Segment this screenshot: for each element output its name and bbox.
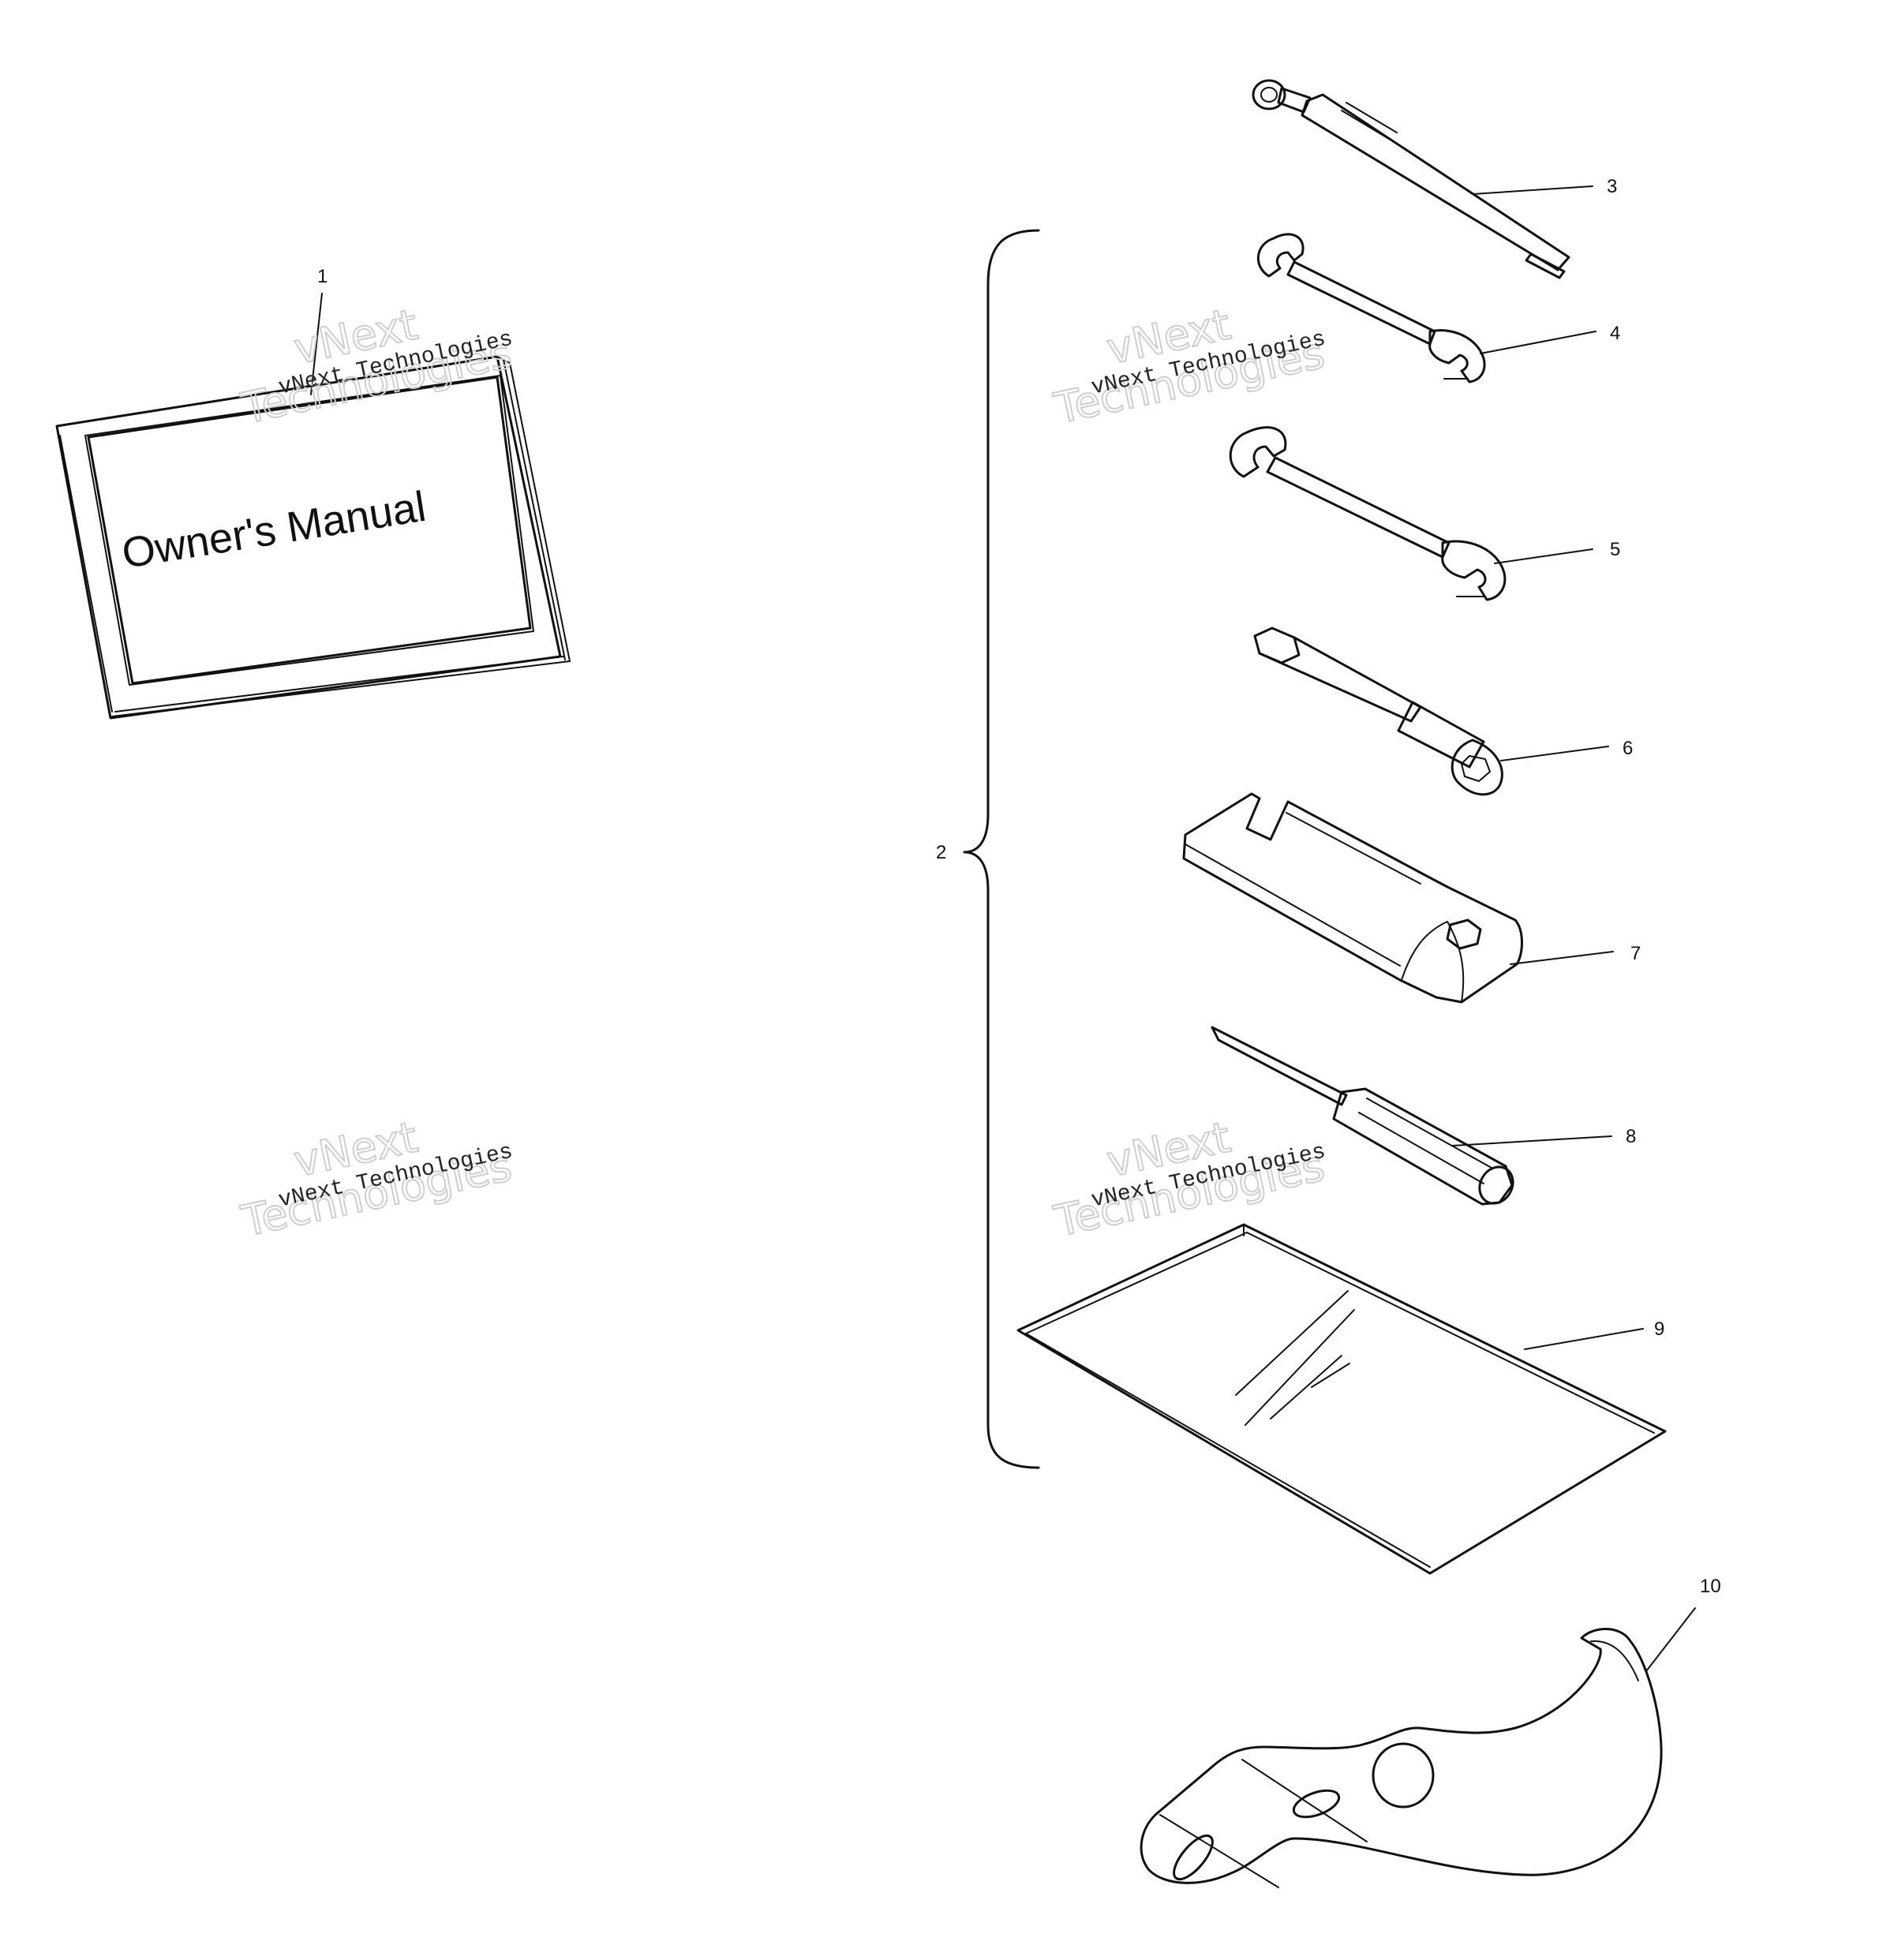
watermark-middle-left: vNext Technologies vNext Technologies <box>236 1112 516 1247</box>
leader-line-3 <box>1472 185 1593 195</box>
leader-line-8 <box>1451 1135 1612 1146</box>
leader-line-4 <box>1480 331 1596 354</box>
callout-5: 5 <box>1610 539 1620 560</box>
leader-line-10 <box>1645 1607 1696 1672</box>
tire-pressure-gauge-icon <box>1252 79 1570 279</box>
callout-10: 10 <box>1700 1576 1721 1597</box>
callout-3: 3 <box>1607 176 1617 197</box>
tool-handle-bracket-icon <box>1182 792 1523 1004</box>
small-open-end-wrench-icon <box>1256 233 1486 383</box>
leader-line-9 <box>1524 1328 1644 1350</box>
callout-6: 6 <box>1623 738 1633 759</box>
screwdriver-icon <box>1211 1026 1514 1206</box>
callout-7: 7 <box>1630 943 1641 964</box>
callout-8: 8 <box>1626 1126 1636 1147</box>
tool-bag-icon <box>1016 1223 1667 1575</box>
spark-plug-socket-icon <box>1253 627 1503 796</box>
leader-line-7 <box>1510 951 1614 965</box>
tool-kit-brace-icon <box>963 229 1040 1469</box>
manual-cover-title: Owner's Manual <box>118 483 429 578</box>
leader-line-6 <box>1500 746 1609 761</box>
callout-9: 9 <box>1654 1319 1664 1340</box>
watermark-top-right: vNext Technologies vNext Technologies <box>1049 299 1329 435</box>
hook-bracket-icon <box>1140 1628 1663 1888</box>
leader-line-5 <box>1494 548 1593 564</box>
watermark-middle-right: vNext Technologies vNext Technologies <box>1049 1112 1329 1247</box>
watermark-top-left: vNext Technologies vNext Technologies <box>236 299 516 435</box>
callout-1: 1 <box>317 266 328 287</box>
callout-2: 2 <box>936 842 946 863</box>
large-open-end-wrench-icon <box>1229 426 1507 601</box>
callout-4: 4 <box>1610 323 1620 344</box>
leader-line-1 <box>310 293 323 395</box>
